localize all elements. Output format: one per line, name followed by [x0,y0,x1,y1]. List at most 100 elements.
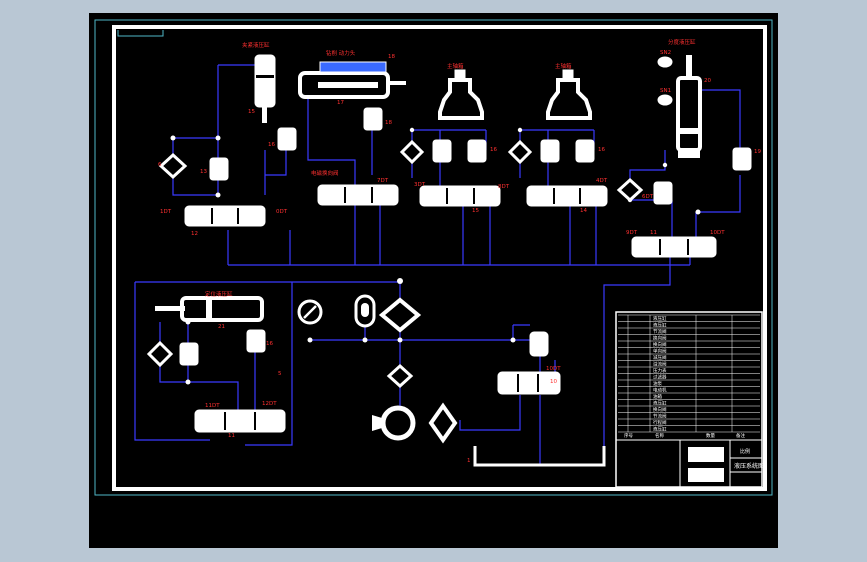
label-shift-cyl: 分度液压缸 [668,38,696,46]
sensor-sn2 [657,56,673,68]
label-8dt: 8DT [498,184,510,190]
label-11dt: 11DT [205,403,220,409]
valve-16a [277,127,297,151]
cylinder-20 [676,76,702,152]
label-4dt: 4DT [596,178,608,184]
valve-16d [540,139,560,163]
label-18: 18 [388,54,395,60]
pump-filter [428,402,458,444]
solenoid-valve-9dt [631,236,717,258]
tb-item-name: 行程阀 [653,419,667,426]
label-spindle-1: 主轴箱 [447,62,464,70]
label-1dt: 1DT [160,209,172,215]
label-0dt: 0DT [276,209,288,215]
outer-cyan-border [94,19,773,496]
label-bottom-cyl: 定位液压缸 [205,290,233,298]
pilot-valve-10 [529,331,549,357]
tb-foot-c: 数量 [706,432,715,439]
sensor-sn1 [657,94,673,106]
tb-item-name: 压力表 [653,367,667,374]
label-spindle-2: 主轴箱 [555,62,572,70]
solenoid-valve-3dt [419,185,501,207]
label-7dt: 7DT [377,178,389,184]
valve-16c [467,139,487,163]
solenoid-valve-11dt [194,409,286,433]
spindle-box-1 [438,78,484,120]
positioning-cylinder-21 [180,296,264,322]
tb-item-name: 节流阀 [653,413,667,420]
tb-item-name: 溢流阀 [653,361,667,368]
valve-16b [432,139,452,163]
label-16a: 16 [268,142,275,148]
tb-item-name: 换向阀 [653,341,667,348]
label-1: 1 [467,458,471,464]
label-6: 6 [158,162,162,168]
valve-18 [363,107,383,131]
label-16c: 16 [598,147,605,153]
label-12dt: 12DT [262,401,277,407]
label-16d: 16 [266,341,273,347]
tb-item-name: 单向阀 [653,348,667,355]
relief-valve [378,297,422,333]
tb-item-name: 液压缸 [653,426,667,433]
label-10b: 10 [550,379,557,385]
tb-item-name: 液压缸 [653,400,667,407]
tb-item-name: 液压缸 [653,322,667,329]
tb-item-name: 换向阀 [653,335,667,342]
solenoid-valve-10dt [497,371,561,395]
label-13: 13 [200,169,207,175]
spindle-box-2 [546,78,592,120]
tb-item-name: 油箱 [653,393,662,400]
label-cyl-top: 夹紧液压缸 [242,41,270,49]
components [146,54,752,467]
solenoid-valve-7dt [317,184,399,206]
label-9dt: 9DT [626,230,638,236]
pipe-nodes [170,127,701,385]
tb-item-name: 节流阀 [653,328,667,335]
tb-item-name: 液压缸 [653,315,667,322]
tb-foot-d: 备注 [736,432,745,439]
cylinder-15 [254,54,276,108]
label-5: 5 [278,371,282,377]
inner-white-frame [112,25,767,491]
tb-item-name: 过滤器 [653,374,667,381]
label-mid: 电磁换向阀 [311,169,339,177]
label-20: 20 [704,78,711,84]
valve-13 [209,157,229,181]
label-16b: 16 [490,147,497,153]
label-sn2: SN2 [660,50,671,56]
label-3dt: 3DT [414,182,426,188]
tb-foot-a: 序号 [624,432,633,439]
label-motor: 钻削 动力头 [326,49,356,57]
corner-tab [117,30,164,37]
label-17: 17 [337,100,344,106]
valve-19 [732,147,752,171]
check-valve-left [158,152,188,180]
label-b10dt: 10DT [546,366,561,372]
title-sub: 比例 [740,448,750,455]
label-15: 15 [248,109,255,115]
label-19: 19 [754,149,761,155]
oil-tank [473,446,606,467]
solenoid-valve-0dt [184,205,266,227]
label-11b: 11 [228,433,235,439]
label-sn1: SN1 [660,88,671,94]
label-21: 21 [218,324,225,330]
tb-foot-b: 名称 [655,432,664,439]
label-18b: 18 [385,120,392,126]
label-12: 12 [191,231,198,237]
tb-item-name: 油泵 [653,380,662,387]
label-15b: 15 [472,208,479,214]
title-main: 液压系统图 [734,462,764,470]
label-6dt: 6DT [642,194,654,200]
solenoid-valve-4dt [526,185,608,207]
tb-item-name: 减压阀 [653,354,667,361]
valve-16e [575,139,595,163]
tb-item-name: 电动机 [653,387,667,394]
title-block: 液压缸液压缸节流阀换向阀换向阀单向阀减压阀溢流阀压力表过滤器油泵电动机油箱液压缸… [615,311,764,488]
valve-11 [179,342,199,366]
valve-14 [653,181,673,205]
filter [386,363,414,389]
pump-motor [380,405,416,441]
